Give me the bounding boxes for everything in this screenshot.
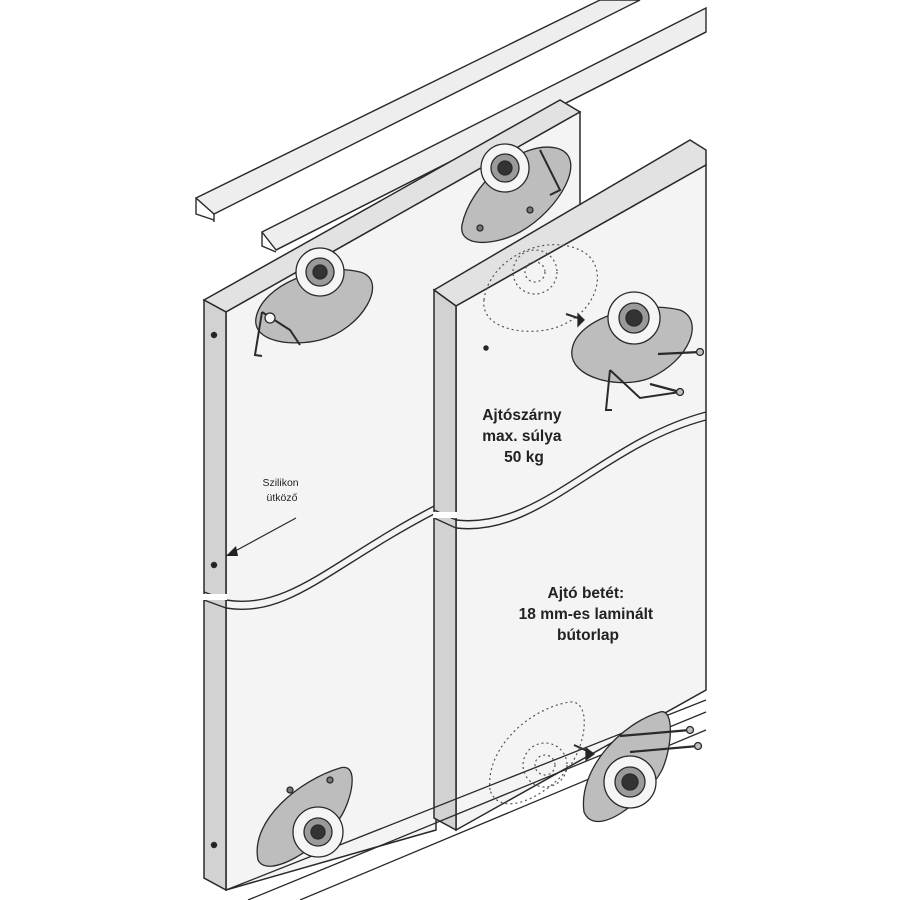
bottom-roller-front-panel	[573, 711, 703, 823]
bottom-roller-ghost	[489, 701, 585, 805]
top-roller-ghost	[483, 244, 598, 332]
back-panel-screw-hole	[210, 331, 218, 339]
label-silicone-stop: Szilikon ütköző	[262, 477, 301, 504]
back-panel-split	[203, 504, 437, 602]
front-panel-side-edge	[433, 288, 457, 832]
label-door-insert: Ajtó betét: 18 mm-es laminált bútorlap	[519, 585, 658, 644]
top-roller-back-panel	[253, 247, 373, 357]
top-rail-outer	[194, 0, 641, 222]
front-panel-split	[433, 411, 707, 522]
silicone-stop-pointer	[225, 517, 297, 557]
top-roller-rear	[461, 143, 572, 244]
top-roller-front-panel	[565, 291, 705, 411]
bottom-roller-back-panel	[256, 766, 353, 867]
label-door-weight: Ajtószárny max. súlya 50 kg	[482, 407, 566, 466]
